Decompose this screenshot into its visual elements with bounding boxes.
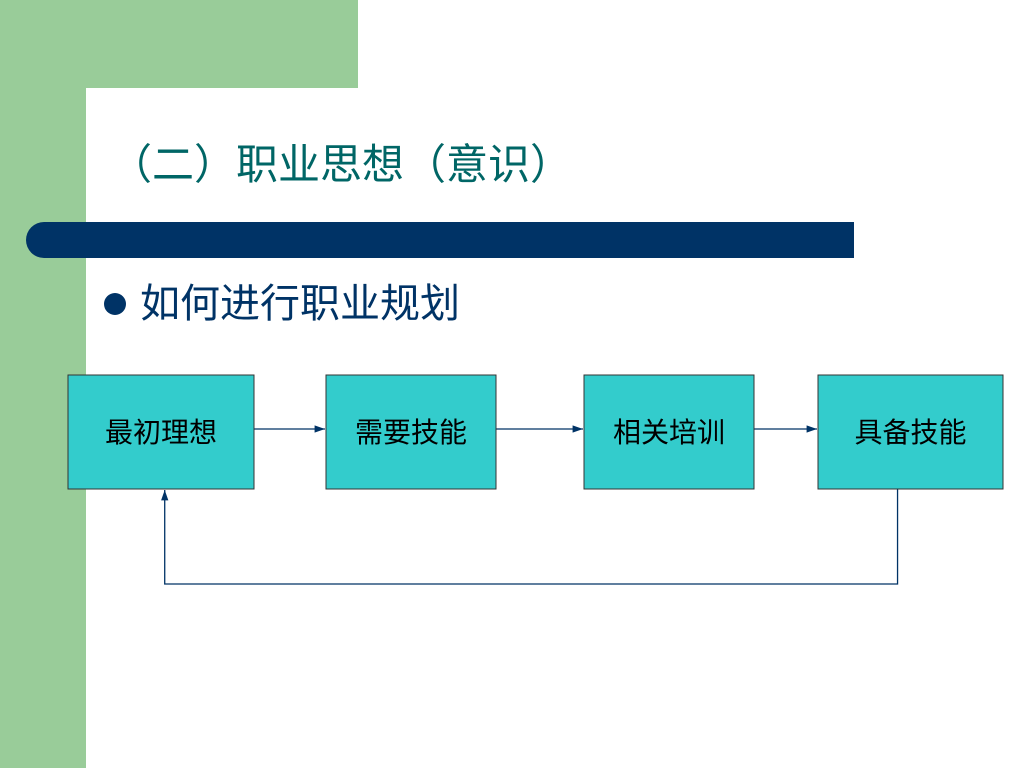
flow-node-label: 相关培训 bbox=[613, 416, 725, 449]
bullet-text: 如何进行职业规划 bbox=[140, 281, 460, 327]
bullet-item: 如何进行职业规划 bbox=[104, 276, 460, 332]
flow-node-box bbox=[817, 374, 1004, 490]
connectors bbox=[161, 425, 899, 585]
flow-node-4: 具备技能 bbox=[817, 374, 1004, 490]
flow-node-box bbox=[325, 374, 497, 490]
flow-node-2: 需要技能 bbox=[325, 374, 497, 490]
slide-title: （二）职业思想（意识） bbox=[110, 140, 573, 189]
flow-node-label: 具备技能 bbox=[854, 416, 966, 449]
flow-node-3: 相关培训 bbox=[583, 374, 755, 490]
feedback-arrow bbox=[161, 489, 899, 585]
nodes: 最初理想 需要技能 相关培训 具备技能 bbox=[67, 374, 1004, 490]
top-decoration-band bbox=[0, 0, 358, 88]
flow-node-box bbox=[67, 374, 255, 490]
flow-node-label: 最初理想 bbox=[105, 416, 217, 449]
bullet-dot-icon bbox=[104, 293, 126, 315]
title-underline-bar bbox=[26, 222, 854, 258]
flow-node-1: 最初理想 bbox=[67, 374, 255, 490]
flow-node-box bbox=[583, 374, 755, 490]
flow-node-label: 需要技能 bbox=[355, 416, 467, 449]
